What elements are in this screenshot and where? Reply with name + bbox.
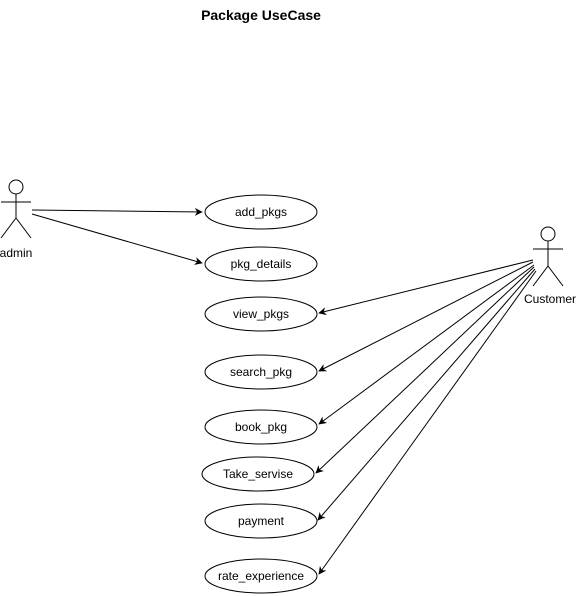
actor-admin-leg-right bbox=[15, 217, 32, 239]
use-case-book_pkg: book_pkg bbox=[204, 409, 318, 445]
use-case-take_servise: Take_servise bbox=[201, 456, 315, 492]
use-case-add_pkgs-label: add_pkgs bbox=[235, 205, 287, 219]
actor-admin-label: admin bbox=[0, 246, 32, 260]
association-admin-pkg_details bbox=[31, 213, 203, 265]
use-case-rate_experience-label: rate_experience bbox=[218, 569, 304, 583]
association-customer-payment bbox=[317, 268, 536, 521]
actor-customer-head bbox=[540, 226, 556, 242]
use-case-take_servise-ellipse bbox=[201, 456, 315, 492]
actor-admin-leg-left bbox=[0, 217, 17, 239]
associations bbox=[31, 207, 537, 575]
actor-customer-label: Customer bbox=[524, 292, 576, 306]
use-case-search_pkg-label: search_pkg bbox=[230, 365, 292, 379]
use-case-take_servise-label: Take_servise bbox=[223, 467, 293, 481]
association-customer-rate_experience bbox=[318, 270, 537, 575]
use-case-view_pkgs-ellipse bbox=[204, 296, 318, 332]
use-case-search_pkg: search_pkg bbox=[204, 354, 318, 390]
use-case-payment-label: payment bbox=[238, 514, 285, 528]
use-case-rate_experience-ellipse bbox=[204, 558, 318, 594]
use-case-add_pkgs-ellipse bbox=[204, 194, 318, 230]
association-admin-add_pkgs bbox=[31, 207, 203, 216]
use-case-search_pkg-ellipse bbox=[204, 354, 318, 390]
actor-customer-leg-left bbox=[532, 265, 549, 287]
use-case-book_pkg-ellipse bbox=[204, 409, 318, 445]
actor-admin-head bbox=[8, 179, 24, 195]
use-case-pkg_details-label: pkg_details bbox=[231, 257, 292, 271]
actor-customer bbox=[532, 226, 564, 287]
actor-customer-leg-right bbox=[547, 265, 564, 287]
use-case-book_pkg-label: book_pkg bbox=[235, 420, 287, 434]
association-customer-take_servise bbox=[315, 266, 535, 474]
use-case-rate_experience: rate_experience bbox=[204, 558, 318, 594]
use-case-payment-ellipse bbox=[204, 503, 318, 539]
association-customer-book_pkg bbox=[318, 264, 535, 425]
use-case-add_pkgs: add_pkgs bbox=[204, 194, 318, 230]
use-case-pkg_details-ellipse bbox=[204, 246, 318, 282]
use-case-payment: payment bbox=[204, 503, 318, 539]
actor-admin bbox=[0, 179, 32, 239]
diagram-title: Package UseCase bbox=[201, 7, 321, 23]
use-case-view_pkgs-label: view_pkgs bbox=[233, 307, 289, 321]
association-customer-view_pkgs bbox=[318, 259, 534, 316]
use-case-view_pkgs: view_pkgs bbox=[204, 296, 318, 332]
use-case-pkg_details: pkg_details bbox=[204, 246, 318, 282]
association-customer-search_pkg bbox=[318, 261, 534, 372]
